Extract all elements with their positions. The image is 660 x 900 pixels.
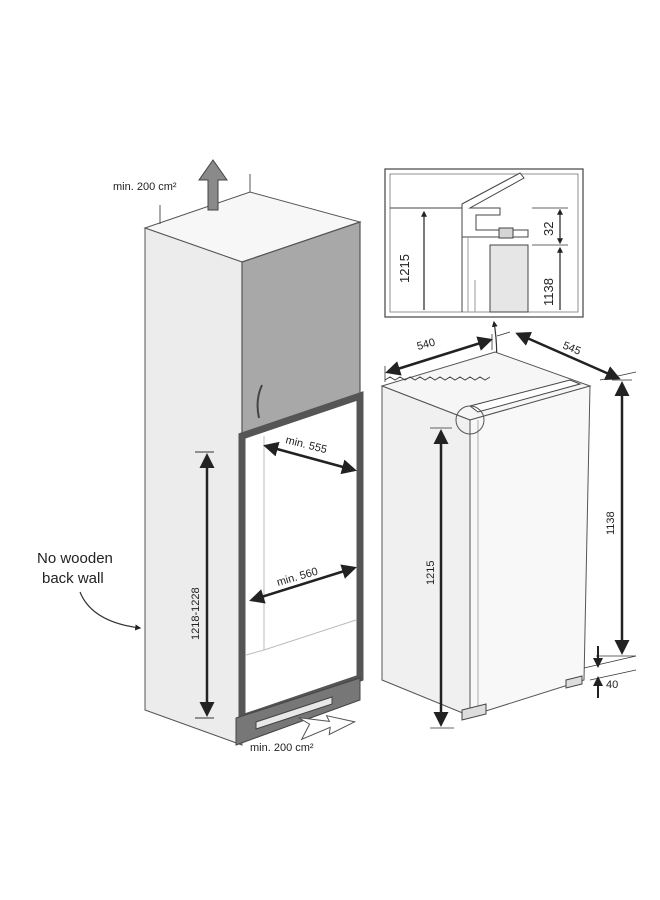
appliance-height-dimension [596, 379, 636, 657]
detail-1215-label: 1215 [397, 254, 412, 283]
foot-height-dimension [583, 646, 637, 698]
detail-inset [384, 168, 584, 318]
no-wooden-label-line2: back wall [42, 570, 104, 587]
cabinet-side [144, 227, 243, 746]
no-wooden-pointer-arrow [79, 591, 142, 631]
min-width-arrow [249, 564, 357, 604]
door-height-dimension [430, 427, 454, 729]
vent-up-arrow [198, 159, 228, 211]
appliance-height-label: 1138 [605, 511, 617, 535]
door-handle [256, 384, 263, 419]
appliance-rear-strip [384, 376, 491, 381]
appliance-width-dimension [384, 334, 493, 382]
appliance [380, 351, 592, 721]
niche-height-dimension [195, 451, 215, 719]
vent-top-label: min. 200 cm² [113, 181, 177, 193]
foot-height-label: 40 [606, 679, 618, 691]
detail-32-label: 32 [541, 222, 556, 236]
no-wooden-label-line1: No wooden [37, 550, 113, 567]
detail-1138-label: 1138 [541, 278, 556, 306]
plinth-vent-grille [255, 696, 333, 730]
door-height-label: 1215 [425, 561, 437, 585]
vent-in-arrow [298, 714, 357, 741]
housing-cabinet [143, 174, 364, 746]
min-depth-arrow [263, 441, 357, 475]
appliance-width-label: 540 [416, 337, 437, 353]
appliance-depth-dimension [496, 331, 637, 381]
niche-height-label: 1218-1228 [190, 587, 202, 640]
appliance-side [381, 385, 471, 717]
vent-bottom-label: min. 200 cm² [250, 742, 314, 754]
appliance-front [469, 385, 591, 717]
